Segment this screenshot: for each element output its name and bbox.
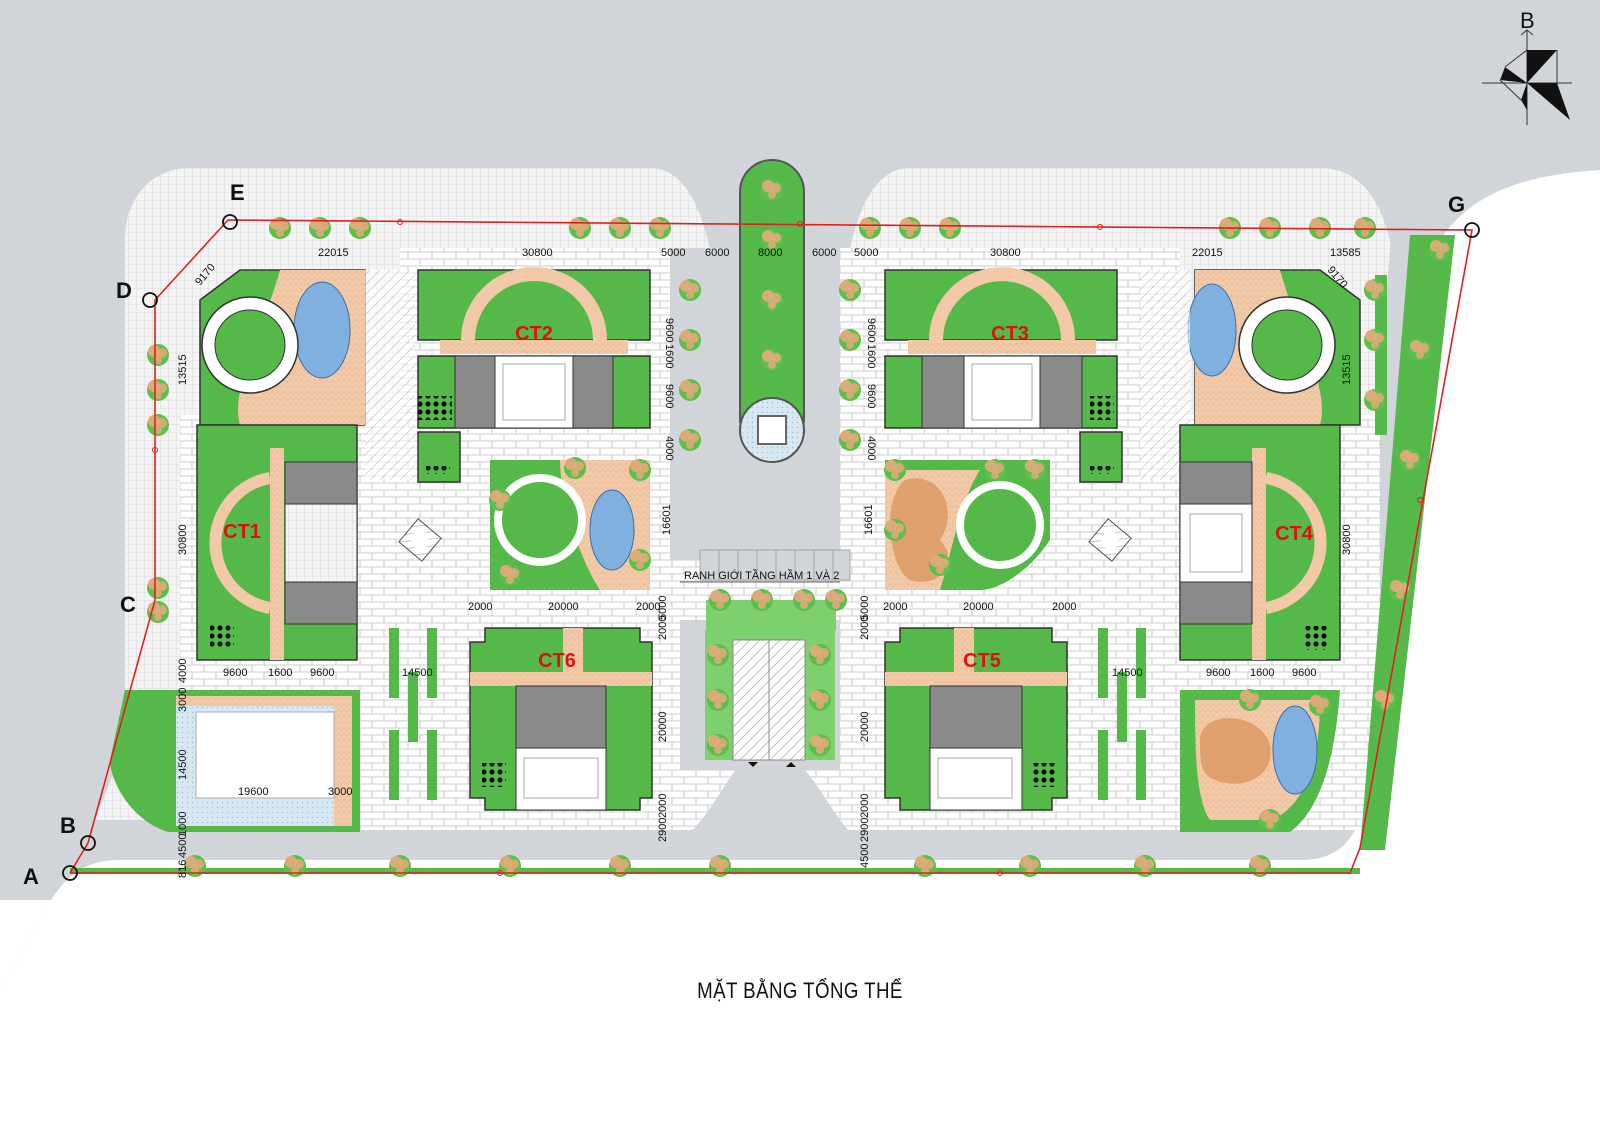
svg-text:1600: 1600 (663, 344, 675, 368)
svg-text:30800: 30800 (522, 247, 553, 259)
page-title: MẶT BẰNG TỔNG THỂ (697, 978, 903, 1003)
svg-text:2900: 2900 (657, 818, 669, 842)
point-label-d: D (116, 278, 132, 303)
svg-text:9600: 9600 (1206, 667, 1230, 679)
svg-text:22015: 22015 (318, 247, 349, 259)
svg-text:30800: 30800 (177, 524, 189, 555)
svg-text:4000: 4000 (663, 436, 675, 460)
svg-text:4000: 4000 (865, 436, 877, 460)
svg-text:9600: 9600 (865, 318, 877, 342)
svg-text:20000: 20000 (859, 711, 871, 742)
svg-text:20000: 20000 (657, 711, 669, 742)
svg-text:14500: 14500 (177, 749, 189, 780)
svg-text:5000: 5000 (859, 596, 871, 620)
svg-text:1000: 1000 (177, 812, 189, 836)
site-boundary (69, 219, 1473, 874)
svg-text:6000: 6000 (812, 247, 836, 259)
svg-text:8000: 8000 (758, 247, 782, 259)
svg-text:2000: 2000 (657, 616, 669, 640)
svg-text:20000: 20000 (963, 601, 994, 613)
svg-text:13515: 13515 (177, 354, 189, 385)
left-planters (389, 628, 437, 800)
building-label-ct6: CT6 (538, 650, 576, 672)
swimming-pool (168, 690, 360, 832)
svg-text:2000: 2000 (883, 601, 907, 613)
parking-row (699, 549, 851, 581)
svg-text:20000: 20000 (548, 601, 579, 613)
dimension-labels: 22015 30800 5000 6000 8000 6000 5000 308… (177, 247, 1361, 878)
point-label-e: E (230, 180, 245, 205)
svg-text:13585: 13585 (1330, 247, 1361, 259)
svg-text:2000: 2000 (1052, 601, 1076, 613)
right-garden (884, 459, 1050, 590)
svg-text:3000: 3000 (328, 786, 352, 798)
north-label: B (1520, 8, 1535, 33)
svg-text:3000: 3000 (177, 688, 189, 712)
point-label-g: G (1448, 192, 1465, 217)
svg-text:1600: 1600 (865, 344, 877, 368)
left-garden (489, 457, 651, 590)
point-label-c: C (120, 592, 136, 617)
svg-text:9600: 9600 (663, 318, 675, 342)
svg-text:16601: 16601 (863, 504, 875, 535)
right-bottom-garden (1180, 689, 1340, 832)
building-label-ct4: CT4 (1275, 523, 1314, 545)
svg-text:14500: 14500 (402, 667, 433, 679)
right-planters (1098, 628, 1146, 800)
svg-text:9600: 9600 (865, 384, 877, 408)
svg-text:9600: 9600 (223, 667, 247, 679)
svg-text:9600: 9600 (1292, 667, 1316, 679)
svg-text:2000: 2000 (657, 794, 669, 818)
svg-text:2000: 2000 (468, 601, 492, 613)
svg-text:6000: 6000 (705, 247, 729, 259)
building-ct2[interactable]: CT2 (417, 267, 651, 483)
boundary-markers (62, 214, 1480, 881)
building-ct5[interactable]: CT5 (884, 627, 1068, 811)
svg-text:2000: 2000 (859, 794, 871, 818)
svg-text:2900: 2900 (859, 818, 871, 842)
building-label-ct5: CT5 (963, 650, 1001, 672)
svg-text:5000: 5000 (854, 247, 878, 259)
svg-text:9600: 9600 (663, 384, 675, 408)
svg-text:4000: 4000 (177, 659, 189, 683)
playground-pond (293, 281, 351, 379)
basement-boundary-label: RANH GIỚI TẦNG HẦM 1 VÀ 2 (684, 569, 839, 582)
building-ct3[interactable]: CT3 (884, 267, 1123, 483)
svg-text:9600: 9600 (310, 667, 334, 679)
building-ct1[interactable]: CT1 (196, 424, 358, 661)
svg-text:816: 816 (177, 860, 189, 878)
building-label-ct1: CT1 (223, 521, 261, 543)
point-label-b: B (60, 813, 76, 838)
svg-text:16601: 16601 (661, 504, 673, 535)
building-label-ct3: CT3 (991, 323, 1029, 345)
svg-text:2000: 2000 (859, 616, 871, 640)
svg-text:5000: 5000 (657, 596, 669, 620)
svg-text:14500: 14500 (1112, 667, 1143, 679)
building-ct6[interactable]: CT6 (469, 627, 653, 811)
svg-text:4500: 4500 (859, 844, 871, 868)
svg-text:5000: 5000 (661, 247, 685, 259)
point-label-a: A (23, 864, 39, 889)
svg-text:22015: 22015 (1192, 247, 1223, 259)
north-arrow-icon (1482, 29, 1572, 125)
svg-text:13515: 13515 (1341, 354, 1353, 385)
svg-text:4500: 4500 (177, 834, 189, 858)
ramp-arrows-icon (748, 762, 796, 767)
svg-text:1600: 1600 (1250, 667, 1274, 679)
svg-text:2000: 2000 (636, 601, 660, 613)
svg-text:1600: 1600 (268, 667, 292, 679)
svg-text:30800: 30800 (1341, 524, 1353, 555)
building-ct4[interactable]: CT4 (1179, 424, 1341, 661)
svg-text:30800: 30800 (990, 247, 1021, 259)
building-label-ct2: CT2 (515, 323, 553, 345)
svg-text:19600: 19600 (238, 786, 269, 798)
